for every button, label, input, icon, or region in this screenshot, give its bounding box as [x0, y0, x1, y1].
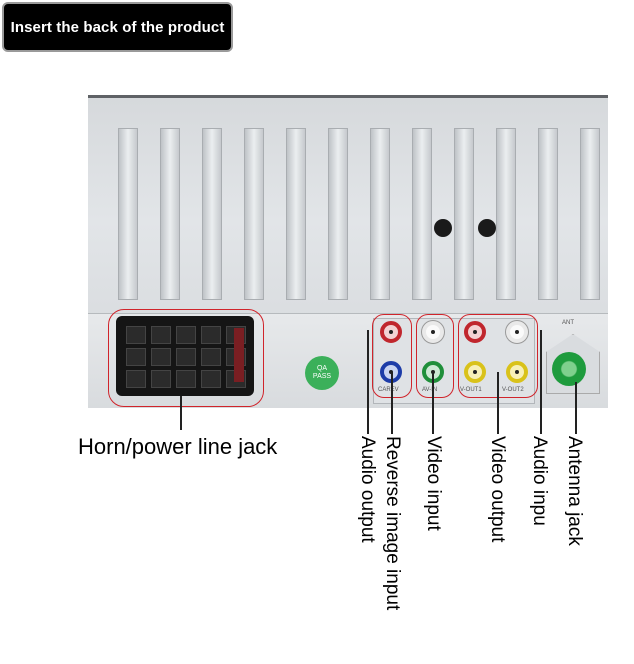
label-audio-output: Audio output [357, 436, 378, 543]
label-video-input: Video input [423, 436, 444, 531]
heat-fin [580, 128, 600, 300]
video-output-2-jack[interactable] [506, 361, 528, 383]
heat-fin [538, 128, 558, 300]
title-badge: Insert the back of the product [2, 2, 233, 52]
jack-label-v-out1: V-OUT1 [460, 387, 482, 393]
label-reverse-image-input: Reverse image input [382, 436, 403, 611]
heat-fin [412, 128, 432, 300]
leader-line [432, 372, 434, 434]
highlight-white [416, 314, 454, 398]
leader-line [180, 396, 182, 430]
title-text: Insert the back of the product [10, 18, 225, 36]
heat-fin [496, 128, 516, 300]
label-horn-power: Horn/power line jack [78, 434, 278, 459]
heat-fin [118, 128, 138, 300]
screw-hole [478, 219, 496, 237]
audio-out-red-jack[interactable] [380, 321, 402, 343]
label-antenna-jack: Antenna jack [564, 436, 585, 546]
leader-line [391, 372, 393, 434]
jack-label-v-out2: V-OUT2 [502, 387, 524, 393]
heat-fin [454, 128, 474, 300]
label-audio-input: Audio inpu [529, 436, 550, 526]
label-video-output: Video output [487, 436, 508, 543]
horn-jack-highlight [108, 309, 264, 407]
antenna-label-small: ANT [562, 320, 574, 326]
head-unit-rear: QA PASS CAREV AV-IN V-OUT1 V-OUT2 ANT [88, 95, 608, 408]
heat-fin [202, 128, 222, 300]
heat-fin [286, 128, 306, 300]
screw-hole [434, 219, 452, 237]
qa-pass-sticker: QA PASS [305, 356, 339, 390]
heat-fin [328, 128, 348, 300]
jack-label-camera: CAREV [378, 387, 399, 393]
audio-in-red-jack[interactable] [464, 321, 486, 343]
video-output-1-jack[interactable] [464, 361, 486, 383]
heat-fin [370, 128, 390, 300]
audio-in-white-jack[interactable] [506, 321, 528, 343]
connector-pins [126, 326, 246, 388]
heat-fin [160, 128, 180, 300]
fuse-holder [234, 328, 244, 382]
leader-line [367, 330, 369, 434]
jack-label-av-in: AV-IN [422, 387, 438, 393]
leader-line [575, 382, 577, 434]
leader-line [540, 330, 542, 434]
antenna-jack[interactable] [552, 352, 586, 386]
leader-line [497, 372, 499, 434]
iso-connector [116, 316, 254, 396]
heat-fin [244, 128, 264, 300]
audio-out-white-jack[interactable] [422, 321, 444, 343]
